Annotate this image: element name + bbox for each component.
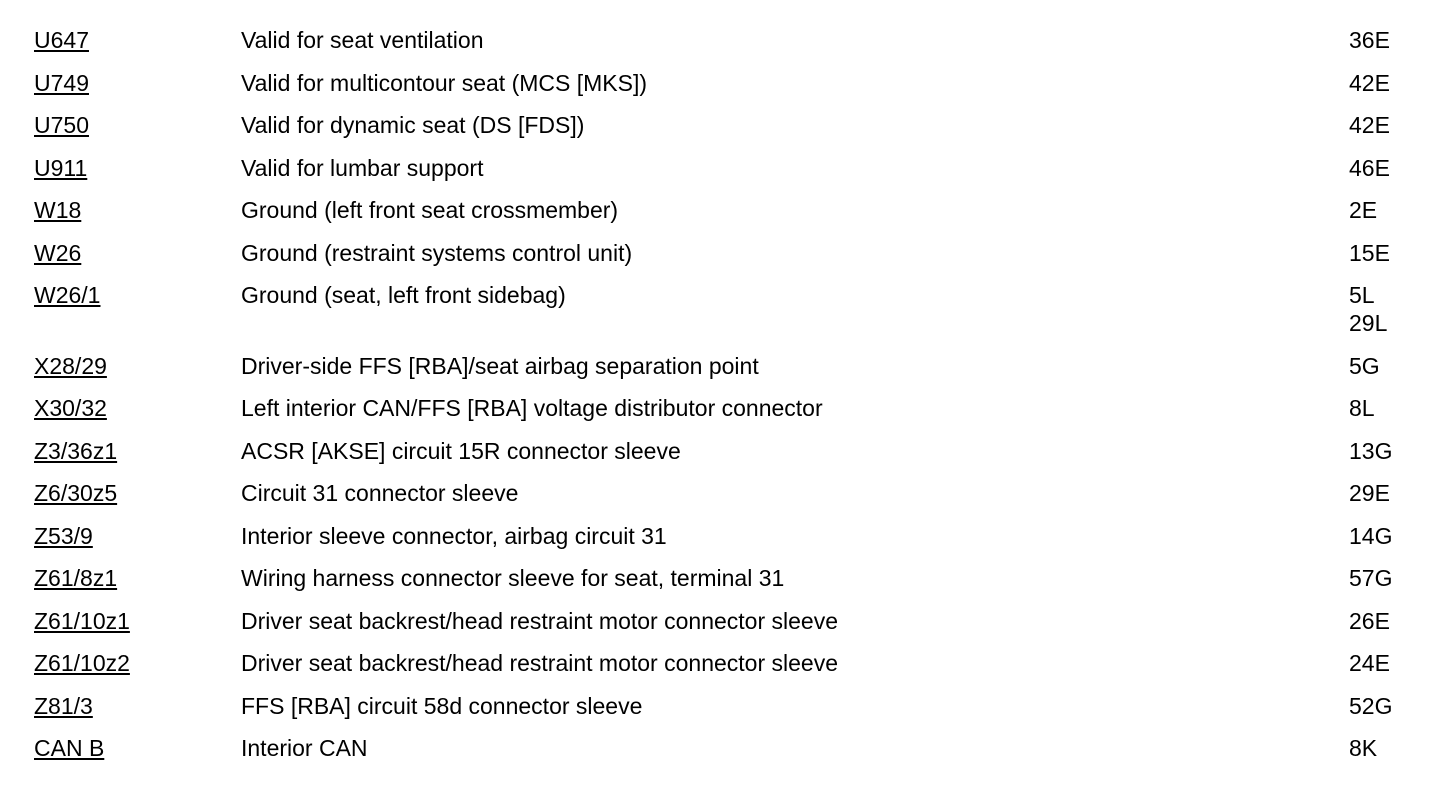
- component-code-link[interactable]: Z53/9: [34, 522, 93, 549]
- legend-row: Z61/8z1 Wiring harness connector sleeve f…: [34, 564, 1434, 592]
- grid-reference: 57G: [1349, 565, 1393, 591]
- legend-row: U647 Valid for seat ventilation 36E: [34, 26, 1434, 54]
- grid-reference: 5L: [1349, 282, 1375, 308]
- component-description: Ground (restraint systems control unit): [241, 239, 633, 266]
- component-code-link[interactable]: CAN B: [34, 735, 105, 761]
- component-code-link[interactable]: X28/29: [34, 352, 107, 379]
- grid-reference: 15E: [1349, 239, 1390, 266]
- grid-reference: 52G: [1349, 692, 1393, 719]
- grid-reference: 8L: [1349, 395, 1375, 421]
- grid-reference: 2E: [1349, 197, 1378, 223]
- component-code-link[interactable]: Z81/3: [34, 692, 93, 719]
- grid-reference-list: 36E: [1349, 26, 1434, 54]
- grid-reference-list: 5G: [1349, 352, 1434, 380]
- legend-row: W26/1 Ground (seat, left front sidebag) 5L…: [34, 281, 1434, 337]
- grid-reference: 42E: [1349, 112, 1390, 138]
- grid-reference: 46E: [1349, 154, 1390, 181]
- legend-row: X28/29 Driver-side FFS [RBA]/seat airbag …: [34, 352, 1434, 380]
- grid-reference-list: 26E: [1349, 607, 1434, 635]
- legend-row: U750 Valid for dynamic seat (DS [FDS]) 42E: [34, 111, 1434, 139]
- component-description: Interior sleeve connector, airbag circui…: [241, 522, 667, 549]
- component-description: FFS [RBA] circuit 58d connector sleeve: [241, 692, 643, 719]
- legend-row: Z6/30z5 Circuit 31 connector sleeve 29E: [34, 479, 1434, 507]
- grid-reference: 24E: [1349, 650, 1390, 676]
- legend-row: Z61/10z2 Driver seat backrest/head restra…: [34, 649, 1434, 677]
- component-code-link[interactable]: W26/1: [34, 282, 101, 308]
- component-code-link[interactable]: U647: [34, 27, 89, 53]
- legend-row: W26 Ground (restraint systems control uni…: [34, 239, 1434, 267]
- component-description: Interior CAN: [241, 735, 368, 761]
- legend-row: Z61/10z1 Driver seat backrest/head restra…: [34, 607, 1434, 635]
- component-description: ACSR [AKSE] circuit 15R connector sleeve: [241, 437, 681, 464]
- grid-reference-list: 13G: [1349, 437, 1434, 465]
- legend-row: CAN B Interior CAN 8K: [34, 734, 1434, 762]
- grid-reference-list: 2E: [1349, 196, 1434, 224]
- grid-reference-list: 46E: [1349, 154, 1434, 182]
- grid-reference-list: 24E: [1349, 649, 1434, 677]
- component-code-link[interactable]: W26: [34, 239, 82, 266]
- grid-reference-list: 57G: [1349, 564, 1434, 592]
- component-description: Valid for lumbar support: [241, 154, 484, 181]
- grid-reference: 5G: [1349, 352, 1380, 379]
- legend-row: Z53/9 Interior sleeve connector, airbag c…: [34, 522, 1434, 550]
- grid-reference: 29E: [1349, 480, 1390, 506]
- legend-row: Z81/3 FFS [RBA] circuit 58d connector sle…: [34, 692, 1434, 720]
- grid-reference: 13G: [1349, 437, 1393, 464]
- legend-row: Z3/36z1 ACSR [AKSE] circuit 15R connector…: [34, 437, 1434, 465]
- component-code-link[interactable]: U911: [34, 154, 88, 181]
- grid-reference: 26E: [1349, 607, 1390, 634]
- component-code-link[interactable]: X30/32: [34, 395, 107, 421]
- component-code-link[interactable]: U750: [34, 112, 89, 138]
- grid-reference-list: 8L: [1349, 394, 1434, 422]
- grid-reference: 36E: [1349, 27, 1390, 53]
- grid-reference-list: 14G: [1349, 522, 1434, 550]
- component-code-link[interactable]: Z6/30z5: [34, 480, 118, 506]
- component-code-link[interactable]: U749: [34, 69, 89, 96]
- grid-reference-list: 42E: [1349, 111, 1434, 139]
- component-code-link[interactable]: W18: [34, 197, 82, 223]
- grid-reference-list: 42E: [1349, 69, 1434, 97]
- component-description: Ground (seat, left front sidebag): [241, 282, 566, 308]
- grid-reference: 42E: [1349, 69, 1390, 96]
- component-code-link[interactable]: Z3/36z1: [34, 437, 118, 464]
- component-description: Left interior CAN/FFS [RBA] voltage dist…: [241, 395, 823, 421]
- component-description: Wiring harness connector sleeve for seat…: [241, 565, 785, 591]
- grid-reference: 29L: [1349, 310, 1388, 336]
- legend-row: U911 Valid for lumbar support 46E: [34, 154, 1434, 182]
- legend-row: W18 Ground (left front seat crossmember) 2…: [34, 196, 1434, 224]
- grid-reference-list: 15E: [1349, 239, 1434, 267]
- component-description: Valid for multicontour seat (MCS [MKS]): [241, 69, 648, 96]
- component-code-link[interactable]: Z61/10z1: [34, 607, 130, 634]
- component-description: Circuit 31 connector sleeve: [241, 480, 519, 506]
- component-description: Valid for dynamic seat (DS [FDS]): [241, 112, 585, 138]
- legend-row: U749 Valid for multicontour seat (MCS [MK…: [34, 69, 1434, 97]
- grid-reference: 14G: [1349, 522, 1393, 549]
- component-description: Ground (left front seat crossmember): [241, 197, 619, 223]
- component-code-link[interactable]: Z61/10z2: [34, 650, 130, 676]
- legend-row: X30/32 Left interior CAN/FFS [RBA] voltag…: [34, 394, 1434, 422]
- grid-reference-list: 52G: [1349, 692, 1434, 720]
- grid-reference-list: 29E: [1349, 479, 1434, 507]
- component-description: Driver-side FFS [RBA]/seat airbag separa…: [241, 352, 759, 379]
- component-description: Valid for seat ventilation: [241, 27, 484, 53]
- component-description: Driver seat backrest/head restraint moto…: [241, 650, 838, 676]
- component-code-link[interactable]: Z61/8z1: [34, 565, 118, 591]
- component-description: Driver seat backrest/head restraint moto…: [241, 607, 838, 634]
- grid-reference-list: 8K: [1349, 734, 1434, 762]
- grid-reference: 8K: [1349, 735, 1378, 761]
